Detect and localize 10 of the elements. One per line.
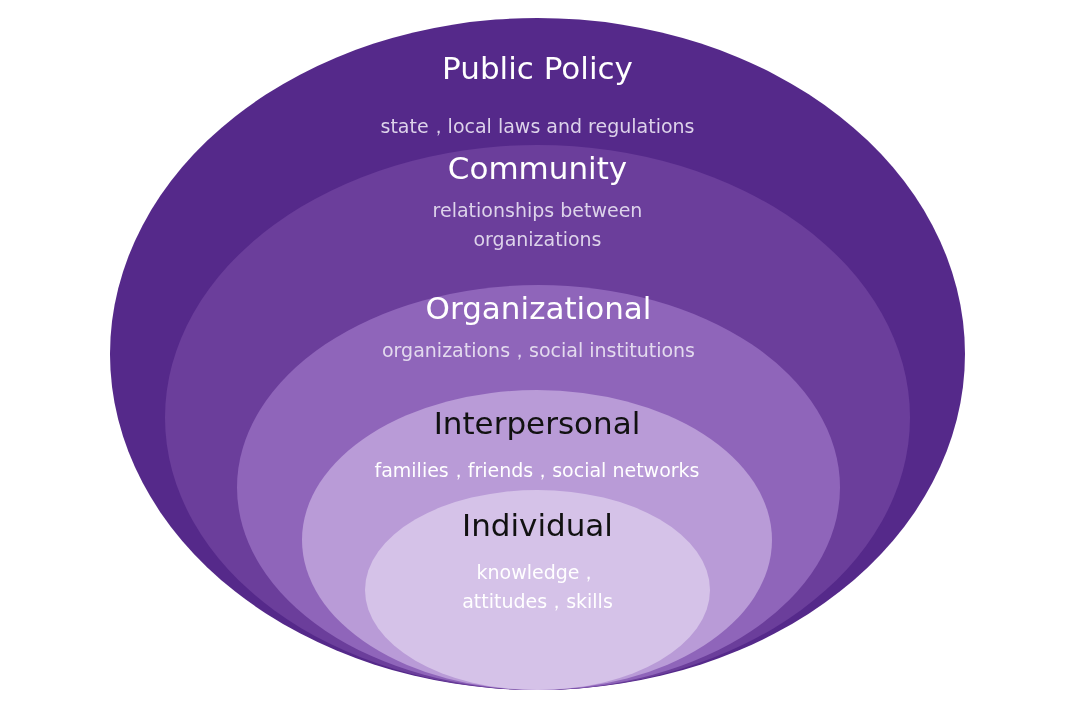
level-title: Individual: [461, 507, 614, 543]
level-description: relationships between organizations: [431, 198, 644, 252]
level-description: knowledge，attitudes，skills: [461, 560, 614, 614]
level-title: Interpersonal: [432, 405, 642, 441]
level-title: Community: [446, 150, 629, 186]
level-description: state，local laws and regulations: [379, 114, 696, 139]
level-title: Public Policy: [441, 50, 634, 86]
level-description: organizations，social institutions: [381, 338, 696, 363]
level-title: Organizational: [424, 290, 653, 326]
level-description: families，friends，social networks: [373, 458, 701, 483]
